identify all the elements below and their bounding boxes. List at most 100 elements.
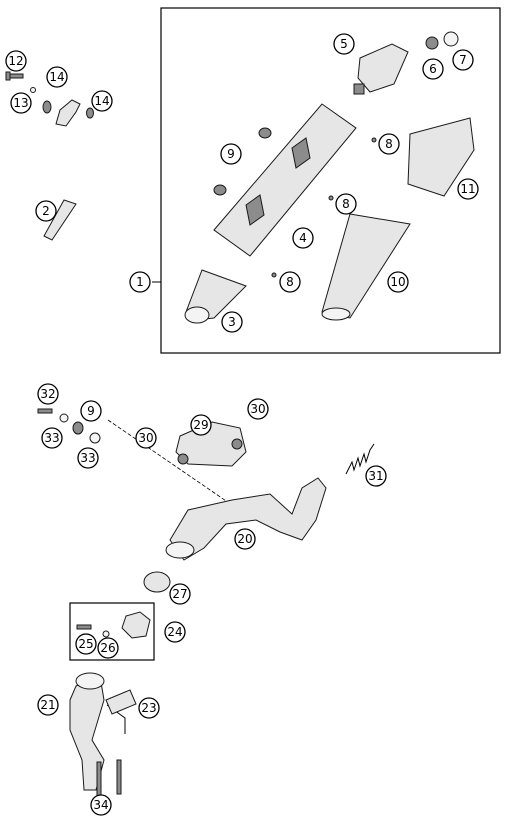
header-pipe-part [169,477,327,561]
callout-25: 25 [75,633,97,655]
callout-24: 24 [164,621,186,643]
silencer-mount-bracket-lower [245,194,265,226]
callout-33b-label: 33 [80,451,95,465]
callout-4: 4 [292,227,314,249]
callout-31-label: 31 [368,469,383,483]
rubber-grommet-part [42,100,52,114]
callout-27: 27 [169,583,191,605]
callout-13-label: 13 [13,96,28,110]
callout-33-b: 33 [77,447,99,469]
callout-6-label: 6 [429,62,437,76]
callout-5-label: 5 [340,37,348,51]
grommet-9-part [72,421,84,435]
bolt-34-left [96,761,102,797]
callout-11-label: 11 [460,182,475,196]
washer-33-part [59,413,69,423]
callout-14-a: 14 [46,66,68,88]
callout-34-label: 34 [93,798,108,812]
callout-21-label: 21 [40,698,55,712]
callout-8b-label: 8 [342,197,350,211]
grommet-9-lower [213,184,227,196]
callout-8c-label: 8 [286,275,294,289]
clamp-kit-frame [69,602,155,661]
washer-part [30,87,36,93]
callout-14b-label: 14 [94,94,109,108]
callout-8-b: 8 [335,193,357,215]
callout-8-a: 8 [378,133,400,155]
callout-33-a: 33 [41,427,63,449]
callout-12: 12 [5,50,27,72]
silencer-body-end [321,307,351,321]
callout-4-label: 4 [299,231,307,245]
screw-8-a [371,137,377,143]
callout-30-a: 30 [135,427,157,449]
callout-12-label: 12 [8,54,23,68]
bolt-axis-line [107,419,233,506]
callout-8a-label: 8 [385,137,393,151]
silencer-assembly-frame [160,7,501,354]
spark-arrestor-mesh-part [425,36,439,50]
callout-25-label: 25 [78,637,93,651]
callout-33a-label: 33 [44,431,59,445]
callout-2: 2 [35,200,57,222]
callout-32-label: 32 [40,387,55,401]
end-cap-plug-part [443,31,459,47]
callout-1-label: 1 [136,275,144,289]
callout-23-label: 23 [141,701,156,715]
callout-34: 34 [90,794,112,816]
callout-8-c: 8 [279,271,301,293]
silencer-cover-part [407,117,475,197]
silencer-mount-plate-part [213,103,357,257]
callout-26-label: 26 [100,641,115,655]
manifold-21-part [69,675,105,791]
silencer-mount-bracket-upper [291,137,311,169]
callout-13: 13 [10,92,32,114]
end-cap-tube [353,83,365,95]
bolt-25-part [76,624,92,630]
manifold-21-inlet [75,672,105,690]
grommet-9-upper [258,127,272,139]
callout-11: 11 [457,178,479,200]
callout-7: 7 [452,49,474,71]
callout-30-b: 30 [247,398,269,420]
pipe-29-part [175,421,247,467]
callout-27-label: 27 [172,587,187,601]
screw-8-c [271,272,277,278]
header-pipe-outlet [165,541,195,559]
callout-9-mid: 9 [80,400,102,422]
bolt-32-part [37,408,53,414]
callout-6: 6 [422,58,444,80]
callout-20: 20 [234,528,256,550]
callout-29-label: 29 [193,418,208,432]
callout-32: 32 [37,383,59,405]
callout-3-label: 3 [228,315,236,329]
callout-9-top: 9 [220,143,242,165]
nut-26-part [102,630,110,638]
callout-31: 31 [365,465,387,487]
mounting-bolt-part [5,71,24,81]
sleeve-27-part [143,571,171,593]
callout-14a-label: 14 [49,70,64,84]
callout-2-label: 2 [42,204,50,218]
callout-9-top-label: 9 [227,147,235,161]
bolt-34-right [116,759,122,795]
callout-10-label: 10 [390,275,405,289]
inlet-cone-opening [184,306,210,324]
rubber-grommet-part-2 [86,107,94,119]
silencer-body-part [321,213,411,319]
heat-shield-strip-part [43,199,77,241]
callout-3: 3 [221,311,243,333]
callout-1: 1 [129,271,151,293]
callout-7-label: 7 [459,53,467,67]
callout-14-b: 14 [91,90,113,112]
callout-26: 26 [97,637,119,659]
screw-8-b [328,195,334,201]
mounting-bracket-part [55,99,81,127]
clamp-24-part [121,611,151,639]
callout-30a-label: 30 [138,431,153,445]
callout-30b-label: 30 [250,402,265,416]
spring-31-part [345,443,375,475]
pipe-29-flange-left [177,453,189,465]
callout-5: 5 [333,33,355,55]
